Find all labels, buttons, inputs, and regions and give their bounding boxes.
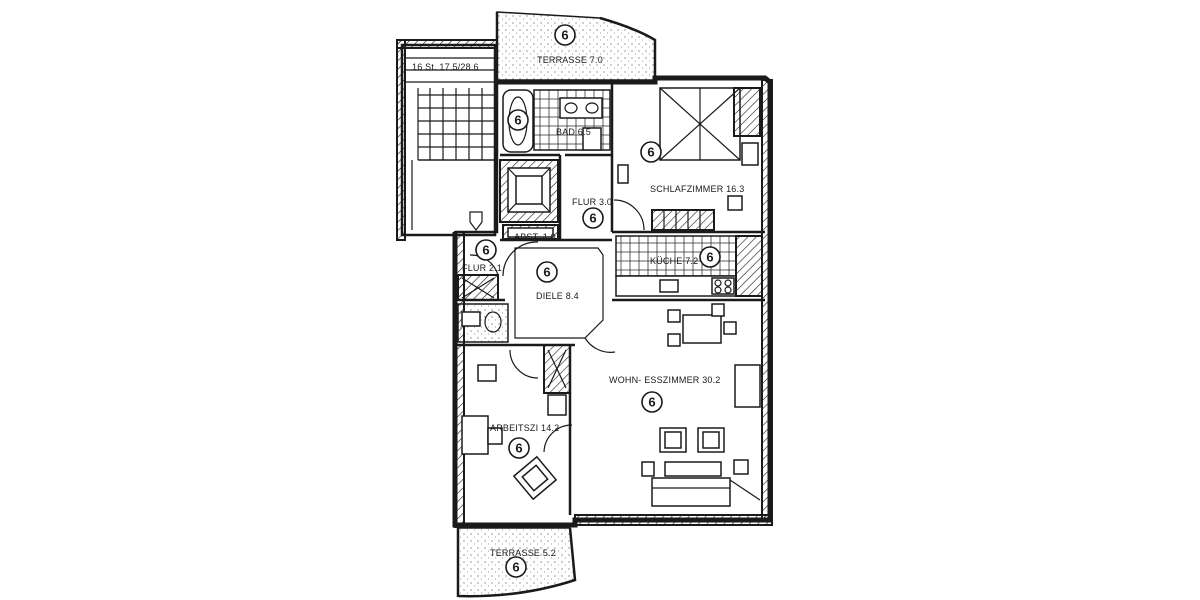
- label-kueche: KÜCHE 7.2: [650, 256, 698, 266]
- stairwell: [396, 39, 498, 241]
- label-bad: BAD 6.5: [556, 127, 591, 137]
- label-arbeit: ARBEITSZI 14.2: [490, 423, 559, 433]
- marker-schlafzimmer: 6: [640, 141, 662, 163]
- marker-kueche: 6: [699, 246, 721, 268]
- marker-arbeit: 6: [508, 437, 530, 459]
- marker-diele: 6: [536, 261, 558, 283]
- svg-text:6: 6: [512, 560, 519, 575]
- svg-text:6: 6: [648, 395, 655, 410]
- svg-text:6: 6: [706, 250, 713, 265]
- label-schlafzimmer: SCHLAFZIMMER 16.3: [650, 184, 744, 194]
- svg-text:6: 6: [561, 28, 568, 43]
- label-wohn: WOHN- ESSZIMMER 30.2: [609, 375, 721, 385]
- svg-text:6: 6: [482, 243, 489, 258]
- storage: [502, 224, 559, 240]
- living-dining-room: [543, 303, 761, 507]
- kitchen: [615, 235, 763, 297]
- label-terrasse-bottom: TERRASSE 5.2: [490, 548, 556, 558]
- study-room: [461, 349, 558, 501]
- marker-bad: 6: [507, 109, 529, 131]
- marker-flur-a: 6: [582, 207, 604, 229]
- marker-wohn: 6: [641, 391, 663, 413]
- marker-flur-b: 6: [475, 239, 497, 261]
- marker-terrasse-top: 6: [554, 24, 576, 46]
- svg-text:6: 6: [543, 265, 550, 280]
- label-flur-a: FLUR 3.0: [572, 197, 612, 207]
- svg-text:6: 6: [515, 441, 522, 456]
- bedroom: [613, 87, 761, 231]
- marker-terrasse-bottom: 6: [505, 556, 527, 578]
- label-abst: ABST. 1.0: [514, 232, 556, 242]
- label-stair: 16 St. 17.5/28.6: [412, 62, 479, 72]
- svg-text:6: 6: [589, 211, 596, 226]
- svg-text:6: 6: [647, 145, 654, 160]
- label-flur-b: FLUR 2.1: [462, 263, 502, 273]
- shaft: [499, 159, 559, 223]
- bathroom: [502, 89, 611, 153]
- terrace-top: [495, 11, 657, 82]
- hallway-small: [457, 254, 509, 343]
- svg-text:6: 6: [514, 113, 521, 128]
- label-diele: DIELE 8.4: [536, 291, 579, 301]
- label-terrasse-top: TERRASSE 7.0: [537, 55, 603, 65]
- entrance-hall: [502, 241, 616, 353]
